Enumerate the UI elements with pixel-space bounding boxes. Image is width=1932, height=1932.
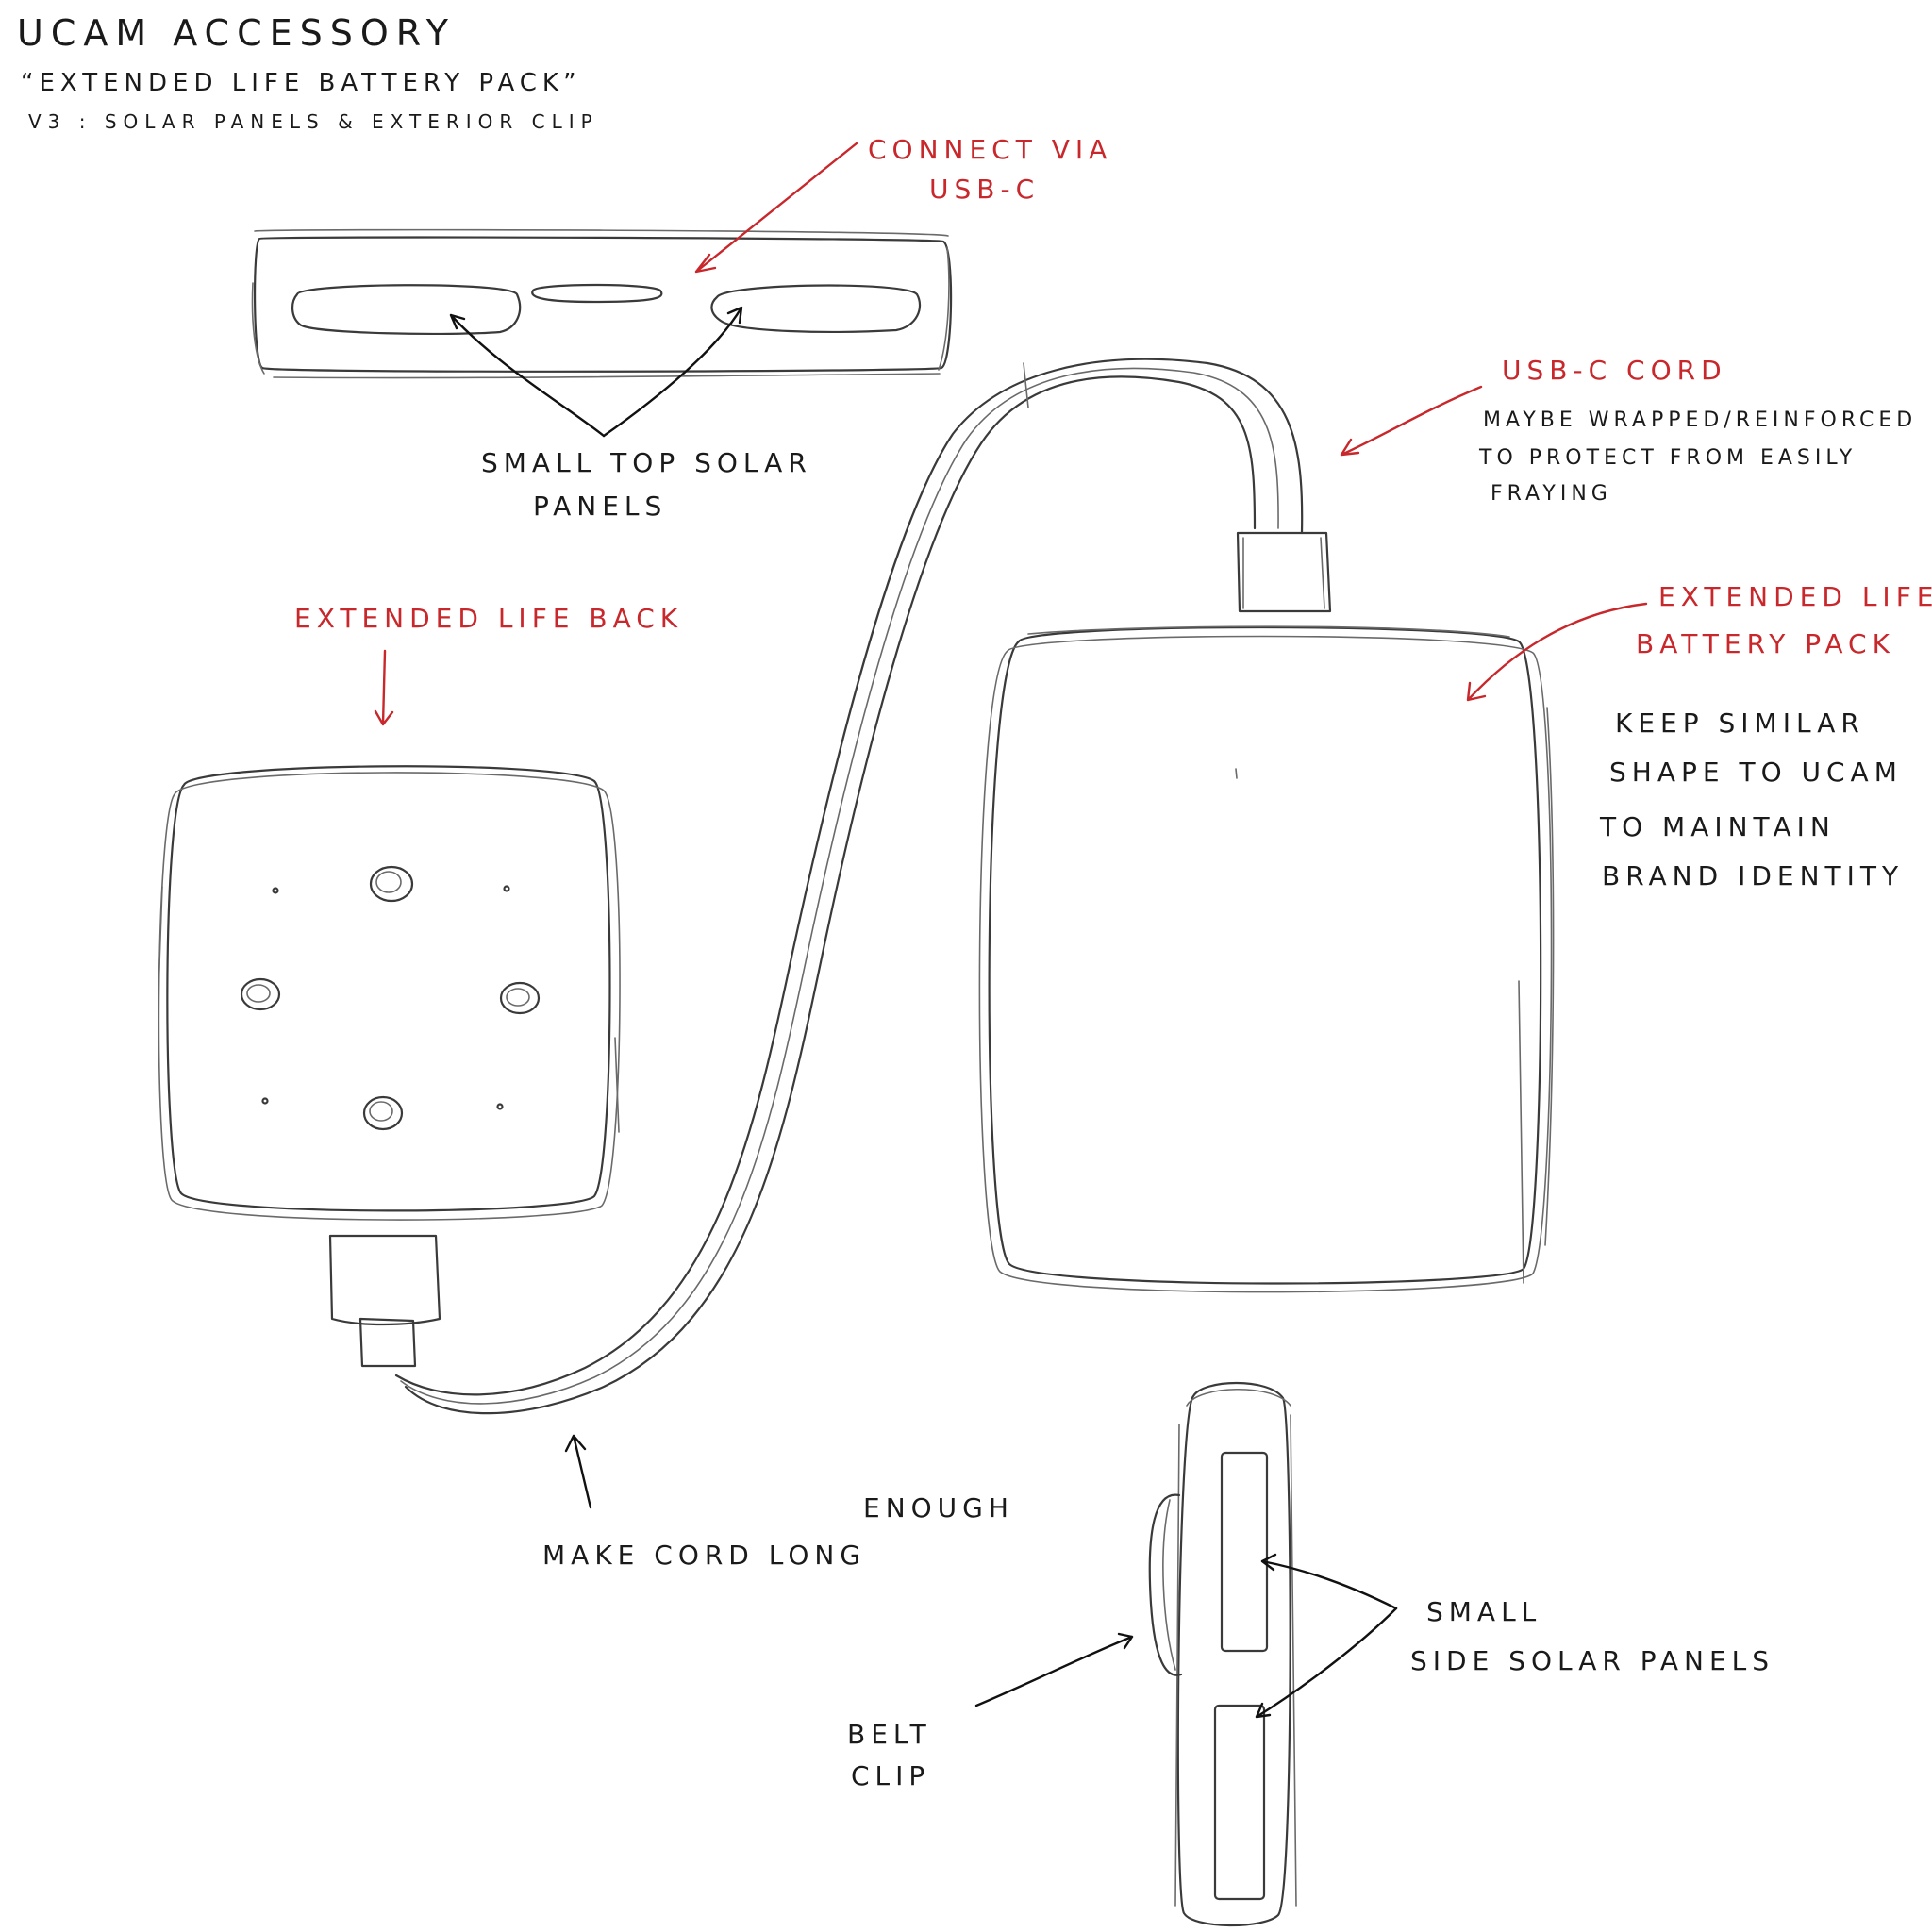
belt-clip <box>1148 1493 1183 1676</box>
usb-c-cord-annotation: USB-C CORD MAYBE WRAPPED/REINFORCED TO P… <box>1340 355 1917 506</box>
connect-via-usb-label: USB-C <box>929 174 1040 205</box>
extended-life-back-drawing <box>158 765 621 1368</box>
shape-note-line-2: SHAPE TO UCAM <box>1609 757 1903 788</box>
side-solar-annotation: SMALL SIDE SOLAR PANELS <box>1255 1553 1774 1719</box>
cord-note-line-3: FRAYING <box>1491 482 1612 506</box>
top-solar-panel-left <box>291 284 522 336</box>
version-line: V3 : SOLAR PANELS & EXTERIOR CLIP <box>28 110 599 133</box>
top-solar-panel-right <box>710 284 922 333</box>
usb-c-cord-label: USB-C CORD <box>1502 355 1727 386</box>
side-view-drawing <box>1148 1382 1297 1927</box>
connect-via-annotation: CONNECT VIA USB-C <box>694 134 1112 274</box>
clip-label: CLIP <box>851 1760 930 1791</box>
small-top-solar-label: SMALL TOP SOLAR <box>481 447 812 478</box>
extended-life-back-annotation: EXTENDED LIFE BACK <box>294 603 683 726</box>
shape-note: KEEP SIMILAR SHAPE TO UCAM TO MAINTAIN B… <box>1599 708 1904 891</box>
sketch-title: UCAM ACCESSORY <box>17 12 456 54</box>
battery-pack-annotation: EXTENDED LIFE BATTERY PACK <box>1466 581 1932 702</box>
top-solar-arrow-left <box>449 313 606 438</box>
cord-note-line-1: MAYBE WRAPPED/REINFORCED <box>1483 408 1917 432</box>
usb-c-cord-drawing <box>394 358 1332 1415</box>
top-solar-annotation: SMALL TOP SOLAR PANELS <box>449 306 812 522</box>
side-solar-panels-label: SIDE SOLAR PANELS <box>1410 1645 1774 1676</box>
cord-note-line-2: TO PROTECT FROM EASILY <box>1478 446 1857 470</box>
shape-note-line-3: TO MAINTAIN <box>1599 811 1836 842</box>
cord-length-annotation: MAKE CORD LONG ENOUGH <box>542 1434 1014 1571</box>
back-cord-plug <box>358 1317 417 1368</box>
shape-note-line-4: BRAND IDENTITY <box>1602 860 1904 891</box>
cord-length-label: MAKE CORD LONG <box>542 1540 866 1571</box>
extended-life-label: EXTENDED LIFE <box>1658 581 1932 612</box>
usb-c-port <box>531 283 663 304</box>
extended-life-back-arrow <box>374 649 394 726</box>
side-solar-arrow-top <box>1260 1553 1398 1610</box>
connect-arrow <box>694 142 858 274</box>
back-cord-connector <box>328 1234 441 1326</box>
top-solar-arrow-right <box>602 306 743 438</box>
pack-cord-connector <box>1236 531 1332 613</box>
sketch-subtitle: “EXTENDED LIFE BATTERY PACK” <box>21 69 582 97</box>
shape-note-line-1: KEEP SIMILAR <box>1615 708 1865 739</box>
usb-c-cord-arrow <box>1340 385 1483 457</box>
side-solar-arrow-bottom <box>1255 1607 1398 1719</box>
battery-pack-label: BATTERY PACK <box>1636 628 1895 659</box>
cord-length-arrow <box>564 1434 592 1509</box>
belt-label: BELT <box>847 1719 932 1750</box>
connect-via-label: CONNECT VIA <box>868 134 1112 165</box>
small-side-label: SMALL <box>1426 1596 1541 1627</box>
battery-pack-drawing <box>978 625 1555 1293</box>
battery-pack-arrow <box>1466 602 1648 702</box>
belt-clip-arrow <box>974 1632 1134 1707</box>
mounting-holes <box>240 865 541 1131</box>
extended-life-back-label: EXTENDED LIFE BACK <box>294 603 683 634</box>
belt-clip-annotation: BELT CLIP <box>847 1632 1134 1791</box>
side-solar-panel-bottom <box>1213 1704 1266 1901</box>
top-view-drawing <box>251 228 953 379</box>
side-solar-panel-top <box>1220 1451 1269 1653</box>
enough-label: ENOUGH <box>863 1492 1014 1524</box>
panels-label: PANELS <box>533 491 667 522</box>
